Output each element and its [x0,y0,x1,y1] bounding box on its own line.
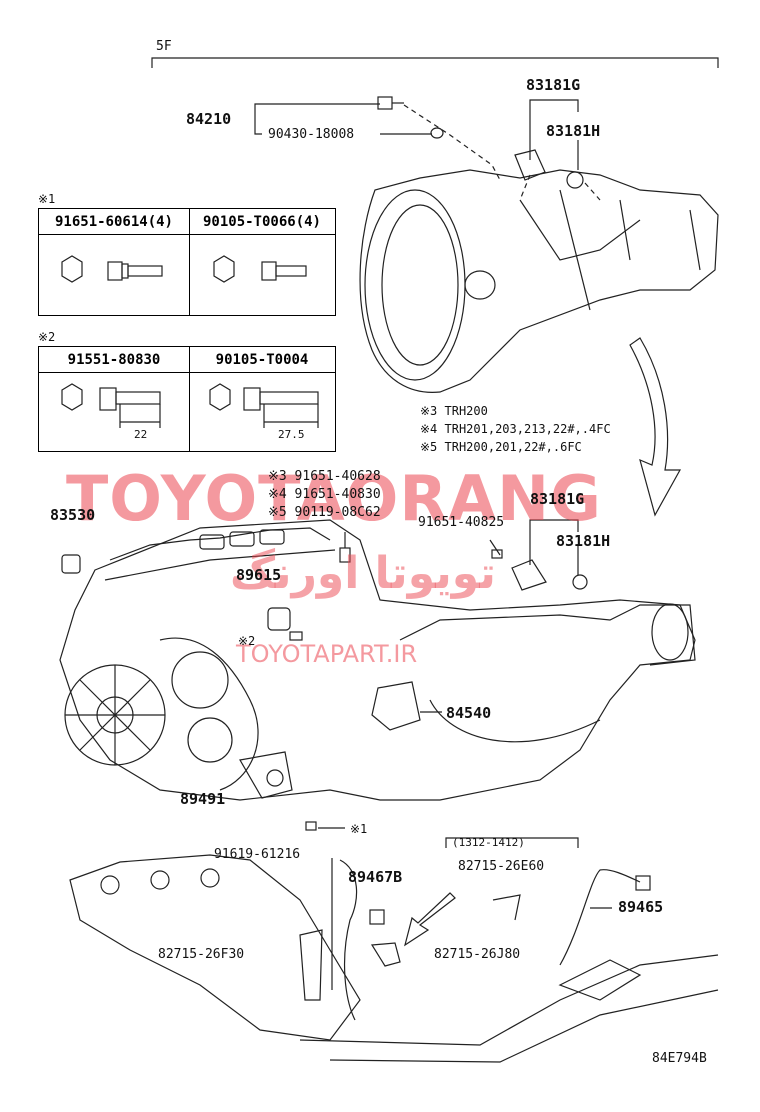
part-82715-26e60[interactable]: 82715-26E60 [458,859,545,874]
ref1-mark: ※1 [350,822,368,836]
bolt-84210-leader [254,103,380,120]
part-89491[interactable]: 89491 [180,790,226,808]
watermark-brand: TOYOTAORANG [66,462,602,535]
upper-transmission-drawing [359,169,719,393]
bolt-callout-5[interactable]: ※5 90119-08C62 [268,505,381,520]
part-83181g-mid[interactable]: 83181G [530,490,585,508]
table1-icons [61,255,307,283]
sensor-89615-shape [267,607,291,631]
engine-assembly-drawing [59,519,696,801]
sensor-89491-shape [239,751,293,799]
watermark-persian: تویوتا اورنگ [230,548,496,599]
sensor-89467b-shape [369,909,385,925]
exhaust-drawing [69,854,719,1063]
part-90430-18008[interactable]: 90430-18008 [268,127,355,142]
table2-dim1: 22 [134,428,148,441]
note-5: ※5 TRH200,201,22#,.6FC [420,440,582,454]
solenoid-84540-shape [371,681,421,731]
sensor-83530-shape [61,554,81,574]
table1-mark: ※1 [38,192,56,206]
part-83181h-mid[interactable]: 83181H [556,532,611,550]
part-89465[interactable]: 89465 [618,898,664,916]
table2-mark: ※2 [38,330,56,344]
part-84540[interactable]: 84540 [446,704,492,722]
group-bracket [151,57,719,68]
part-82715-26j80[interactable]: 82715-26J80 [434,947,521,962]
part-91651-40825[interactable]: 91651-40825 [418,515,505,530]
figure-code: 84E794B [652,1051,707,1066]
note-3: ※3 TRH200 [420,404,488,418]
note-4: ※4 TRH201,203,213,22#,.4FC [420,422,611,436]
table2-col1[interactable]: 91551-80830 [39,347,189,373]
table1-col2[interactable]: 90105-T0066(4) [189,209,335,235]
table1-col1[interactable]: 91651-60614(4) [39,209,189,235]
watermark-url: TOYOTAPART.IR [236,640,418,668]
table2-dim2: 27.5 [278,428,305,441]
date-range: (1312-1412) [452,836,525,849]
part-83530[interactable]: 83530 [50,506,96,524]
part-84210[interactable]: 84210 [186,110,232,128]
part-83181h-top[interactable]: 83181H [546,122,601,140]
part-91619-61216[interactable]: 91619-61216 [214,847,301,862]
part-89467b[interactable]: 89467B [348,868,403,886]
bolt-table-2: 91551-80830 90105-T0004 [38,346,336,452]
bolt-callout-4[interactable]: ※4 91651-40830 [268,487,381,502]
bolt-callout-3[interactable]: ※3 91651-40628 [268,469,381,484]
direction-arrow [629,337,682,517]
ref2-mark: ※2 [238,634,256,648]
group-code: 5F [156,39,172,54]
sensor-89465-wire [559,869,641,966]
part-83181g-top[interactable]: 83181G [526,76,581,94]
part-82715-26f30[interactable]: 82715-26F30 [158,947,245,962]
part-89615[interactable]: 89615 [236,566,282,584]
table2-col2[interactable]: 90105-T0004 [189,347,335,373]
bolt-table-1: 91651-60614(4) 90105-T0066(4) [38,208,336,316]
table2-icons [61,383,319,428]
direction-arrow-small [404,892,456,947]
